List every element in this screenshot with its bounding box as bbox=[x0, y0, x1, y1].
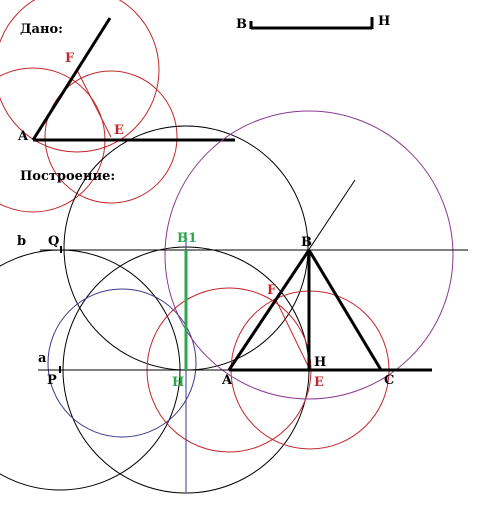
given-angle-side-oblique bbox=[31, 17, 112, 141]
label-point-B: B bbox=[301, 235, 312, 250]
heading-given: Дано: bbox=[20, 22, 63, 37]
given-arc-chord-FE bbox=[76, 69, 112, 138]
given-section bbox=[0, 0, 374, 213]
label-point-H: H bbox=[314, 355, 326, 370]
label-point-B1: B1 bbox=[177, 231, 197, 246]
label-given-A: A bbox=[17, 129, 29, 144]
label-point-A: A bbox=[221, 373, 233, 388]
given-circle-around-F bbox=[0, 0, 160, 153]
label-point-C: C bbox=[384, 373, 394, 388]
given-circle-around-E bbox=[44, 70, 178, 204]
label-line-b: b bbox=[17, 234, 26, 249]
chord-FE bbox=[274, 297, 311, 371]
label-segment-H: H bbox=[378, 14, 390, 29]
label-point-F: F bbox=[267, 283, 277, 298]
labels: Дано: Построение: A F E B H b Q B1 B F a… bbox=[17, 14, 394, 390]
triangle-side-BC bbox=[307, 249, 383, 371]
label-point-Q: Q bbox=[48, 234, 59, 249]
label-point-H-green: H bbox=[172, 375, 184, 390]
triangle-side-AB bbox=[227, 249, 311, 371]
label-given-F: F bbox=[65, 51, 75, 66]
label-given-E: E bbox=[114, 123, 124, 138]
label-point-E: E bbox=[314, 375, 324, 390]
label-line-a: a bbox=[38, 351, 47, 366]
label-segment-B: B bbox=[236, 17, 247, 32]
blue-circle-small bbox=[47, 288, 197, 438]
construction-section bbox=[0, 110, 468, 494]
label-point-P: P bbox=[47, 373, 57, 388]
purple-circle-large bbox=[164, 110, 454, 400]
heading-construction: Построение: bbox=[20, 169, 115, 184]
